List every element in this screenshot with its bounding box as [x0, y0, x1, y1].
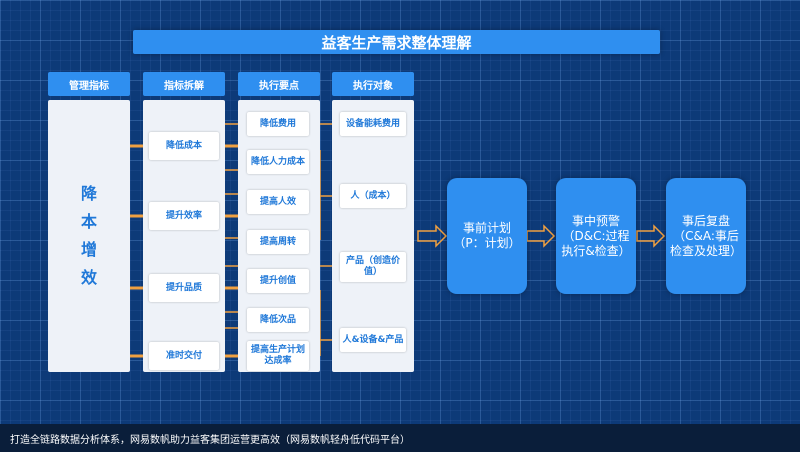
decomposition-item: 降低成本 [149, 132, 219, 160]
management-body: 降 本 增 效 [48, 100, 130, 372]
key-point-item: 降低次品 [247, 308, 309, 332]
management-char: 效 [80, 268, 97, 287]
targets-body [332, 100, 414, 372]
key-point-item: 提高生产计划达成率 [247, 341, 309, 371]
phase-before: 事前计划 （P：计划） [447, 178, 527, 294]
management-header: 管理指标 [48, 72, 130, 96]
management-text: 降 本 增 效 [81, 180, 97, 292]
key-points-header: 执行要点 [238, 72, 320, 96]
phase-subtitle: （D&C:过程执行&检查） [561, 228, 631, 258]
target-item: 人&设备&产品 [340, 328, 406, 352]
phase-title: 事中预警 [571, 213, 620, 228]
management-char: 降 [80, 184, 97, 203]
target-item: 产品（创造价值） [340, 252, 406, 282]
phase-during: 事中预警 （D&C:过程执行&检查） [556, 178, 636, 294]
footer-caption: 打造全链路数据分析体系，网易数帆助力益客集团运营更高效（网易数帆轻舟低代码平台） [0, 424, 800, 452]
key-point-item: 提高周转 [247, 230, 309, 254]
page-title: 益客生产需求整体理解 [133, 30, 660, 54]
key-point-item: 降低费用 [247, 112, 309, 136]
phase-title: 事前计划 [462, 221, 511, 235]
phase-subtitle: （P：计划） [453, 236, 521, 250]
phase-after: 事后复盘 （C&A:事后检查及处理） [666, 178, 746, 294]
management-char: 增 [80, 240, 97, 259]
phase-subtitle: （C&A:事后检查及处理） [670, 228, 743, 258]
phase-title: 事后复盘 [681, 213, 730, 228]
key-point-item: 提高人效 [247, 190, 309, 214]
decomposition-item: 提升效率 [149, 202, 219, 230]
key-point-item: 降低人力成本 [247, 150, 309, 174]
decomposition-item: 准时交付 [149, 342, 219, 370]
targets-header: 执行对象 [332, 72, 414, 96]
key-point-item: 提升创值 [247, 269, 309, 293]
decomposition-header: 指标拆解 [143, 72, 225, 96]
decomposition-item: 提升品质 [149, 274, 219, 302]
management-char: 本 [80, 212, 97, 231]
target-item: 人（成本） [340, 184, 406, 208]
target-item: 设备能耗费用 [340, 112, 406, 136]
